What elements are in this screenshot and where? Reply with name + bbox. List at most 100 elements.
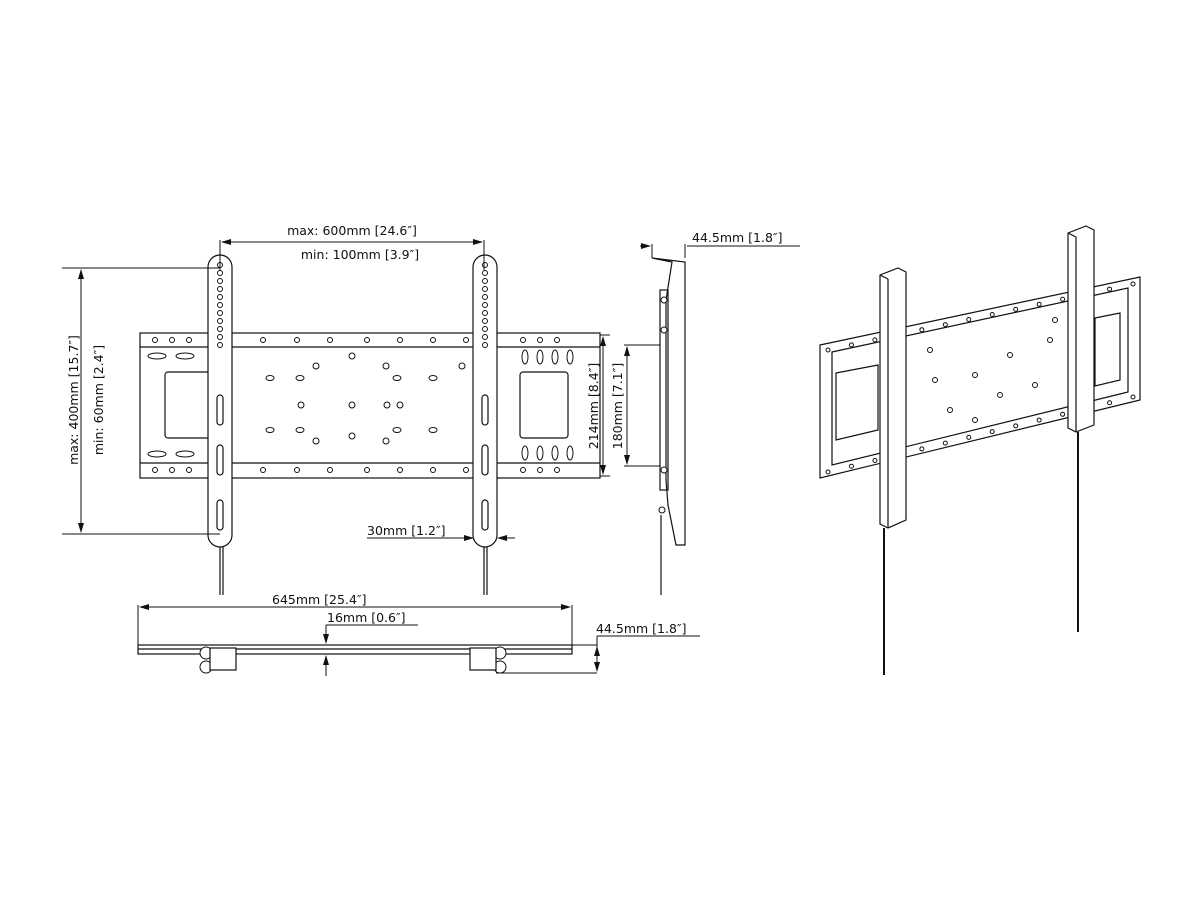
- hole: [392, 427, 402, 433]
- hole: [383, 401, 391, 409]
- hole: [1007, 352, 1013, 358]
- hole: [848, 342, 854, 348]
- hole: [537, 467, 543, 473]
- hole: [1107, 400, 1113, 406]
- hole: [397, 467, 403, 473]
- hole: [327, 467, 333, 473]
- hole: [482, 278, 488, 284]
- hole: [217, 334, 223, 340]
- hole: [260, 337, 266, 343]
- hole: [295, 375, 305, 381]
- hole: [872, 457, 878, 463]
- hole: [364, 467, 370, 473]
- hole: [175, 450, 195, 458]
- hole: [463, 337, 469, 343]
- hole: [348, 432, 356, 440]
- hole: [217, 342, 223, 348]
- hole: [482, 342, 488, 348]
- hole: [566, 349, 574, 365]
- hole: [919, 327, 925, 333]
- hole: [294, 467, 300, 473]
- hole: [482, 262, 488, 268]
- hole: [482, 302, 488, 308]
- height-max-label: max: 400mm [15.7″]: [66, 335, 81, 465]
- hole: [147, 352, 167, 360]
- hole: [1036, 301, 1042, 307]
- plate-depth-label: 16mm [0.6″]: [327, 610, 406, 625]
- perspective-left-rail: [879, 267, 907, 675]
- bottom-view: 645mm [25.4″] 16mm [0.6″] 44.5mm [1.8″]: [137, 592, 700, 676]
- hole: [397, 337, 403, 343]
- hole: [186, 337, 192, 343]
- left-rail: [207, 254, 233, 595]
- hole: [297, 401, 305, 409]
- hole: [217, 326, 223, 332]
- perspective-right-rail: [1067, 225, 1095, 632]
- hole: [482, 334, 488, 340]
- hole: [152, 467, 158, 473]
- hole: [1047, 337, 1053, 343]
- hole: [217, 302, 223, 308]
- height-min-label: min: 60mm [2.4″]: [91, 345, 106, 455]
- hole: [989, 429, 995, 435]
- hole: [1013, 423, 1019, 429]
- hole: [942, 322, 948, 328]
- bottom-width-label: 645mm [25.4″]: [272, 592, 366, 607]
- wall-plate: [139, 332, 601, 479]
- hole: [327, 337, 333, 343]
- perspective-view: [819, 225, 1141, 675]
- hole: [482, 310, 488, 316]
- hole: [521, 349, 529, 365]
- hole: [463, 467, 469, 473]
- hole: [520, 467, 526, 473]
- hole: [482, 270, 488, 276]
- hole: [348, 352, 356, 360]
- hole: [392, 375, 402, 381]
- hole: [521, 445, 529, 461]
- hole: [536, 349, 544, 365]
- right-rail: [472, 254, 498, 595]
- hole: [997, 392, 1003, 398]
- wing-nut-left: [199, 646, 237, 674]
- hole: [348, 401, 356, 409]
- hole: [482, 294, 488, 300]
- hole: [382, 362, 390, 370]
- hole: [1032, 382, 1038, 388]
- hole: [169, 467, 175, 473]
- wing-nut-right: [469, 646, 507, 674]
- hole: [482, 286, 488, 292]
- hole: [186, 467, 192, 473]
- hole: [1052, 317, 1058, 323]
- hole: [1130, 281, 1136, 287]
- hole: [989, 311, 995, 317]
- hole: [537, 337, 543, 343]
- hole: [175, 352, 195, 360]
- hole: [147, 450, 167, 458]
- hole: [1107, 286, 1113, 292]
- hole: [554, 337, 560, 343]
- hole: [169, 337, 175, 343]
- hole: [217, 270, 223, 276]
- hole: [152, 337, 158, 343]
- hole: [848, 463, 854, 469]
- hole: [482, 326, 488, 332]
- hole: [932, 377, 938, 383]
- hole: [919, 446, 925, 452]
- hole: [536, 445, 544, 461]
- hole: [520, 337, 526, 343]
- hole: [551, 445, 559, 461]
- hole: [265, 375, 275, 381]
- hole: [1013, 306, 1019, 312]
- hole: [312, 437, 320, 445]
- hole: [1036, 417, 1042, 423]
- plate-height-label: 214mm [8.4″]: [586, 363, 601, 450]
- total-depth-label: 44.5mm [1.8″]: [596, 621, 686, 636]
- hole: [217, 286, 223, 292]
- hole: [1060, 411, 1066, 417]
- width-min-label: min: 100mm [3.9″]: [301, 247, 419, 262]
- front-view: max: 600mm [24.6″] min: 100mm [3.9″] max…: [62, 223, 610, 595]
- hole: [295, 427, 305, 433]
- hole: [1130, 394, 1136, 400]
- hole: [927, 347, 933, 353]
